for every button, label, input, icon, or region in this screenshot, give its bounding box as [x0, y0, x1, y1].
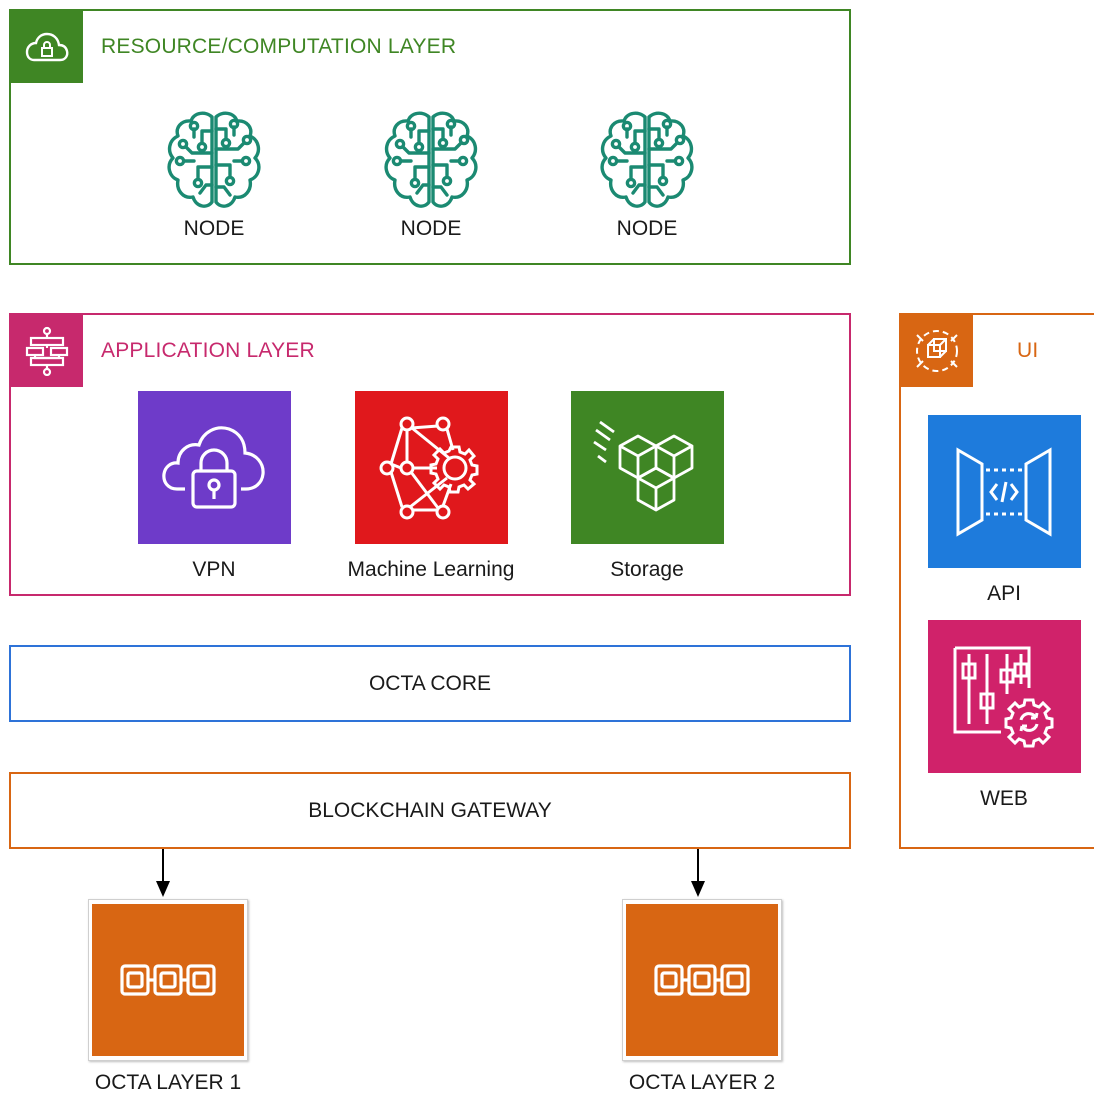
api-gateway-icon	[927, 415, 1081, 568]
cloud-padlock-icon	[137, 391, 291, 544]
brain-circuit-icon	[162, 109, 266, 213]
brain-circuit-icon	[379, 109, 483, 213]
node-label: NODE	[183, 217, 245, 240]
neural-gear-icon	[354, 391, 508, 544]
octa-layer-2: OCTA LAYER 2	[592, 899, 812, 1095]
sliders-gear-icon	[927, 620, 1081, 773]
octa-layer-label: OCTA LAYER 1	[94, 1071, 242, 1094]
service-label: Machine Learning	[347, 558, 515, 581]
arrow-to-octa-layer-1	[156, 849, 170, 897]
blockchain-gateway-box: BLOCKCHAIN GATEWAY	[9, 772, 851, 849]
resource-computation-layer: RESOURCE/COMPUTATION LAYER NODE NODE NOD…	[9, 9, 851, 265]
node-1: NODE	[149, 109, 279, 241]
cloud-lock-icon	[11, 11, 83, 83]
service-label: Storage	[610, 558, 684, 581]
service-vpn: VPN	[104, 391, 324, 582]
service-machine-learning: Machine Learning	[321, 391, 541, 582]
node-2: NODE	[366, 109, 496, 241]
blockchain-gateway-label: BLOCKCHAIN GATEWAY	[308, 798, 552, 822]
octa-layer-1: OCTA LAYER 1	[58, 899, 278, 1095]
cubes-icon	[570, 391, 724, 544]
octa-layer-1-frame	[88, 899, 248, 1061]
node-label: NODE	[616, 217, 678, 240]
ui-item-api: API	[894, 415, 1094, 606]
ui-group-title: UI	[1017, 339, 1039, 362]
ui-item-label: API	[987, 582, 1021, 605]
chain-icon	[92, 904, 244, 1056]
gear-cube-icon	[901, 315, 973, 387]
brain-circuit-icon	[595, 109, 699, 213]
octa-core-box: OCTA CORE	[9, 645, 851, 722]
resource-layer-title: RESOURCE/COMPUTATION LAYER	[101, 35, 457, 58]
application-layer-title: APPLICATION LAYER	[101, 339, 315, 362]
arrow-to-octa-layer-2	[691, 849, 705, 897]
service-storage: Storage	[537, 391, 757, 582]
ui-item-web: WEB	[894, 620, 1094, 811]
octa-layer-label: OCTA LAYER 2	[628, 1071, 776, 1094]
octa-core-label: OCTA CORE	[368, 671, 492, 695]
chain-icon	[626, 904, 778, 1056]
step-functions-icon	[11, 315, 83, 387]
node-label: NODE	[400, 217, 462, 240]
ui-item-label: WEB	[980, 787, 1028, 810]
node-3: NODE	[582, 109, 712, 241]
ui-group: UI API	[899, 313, 1094, 849]
service-label: VPN	[192, 558, 236, 581]
application-layer: APPLICATION LAYER VPN	[9, 313, 851, 596]
octa-layer-2-frame	[622, 899, 782, 1061]
